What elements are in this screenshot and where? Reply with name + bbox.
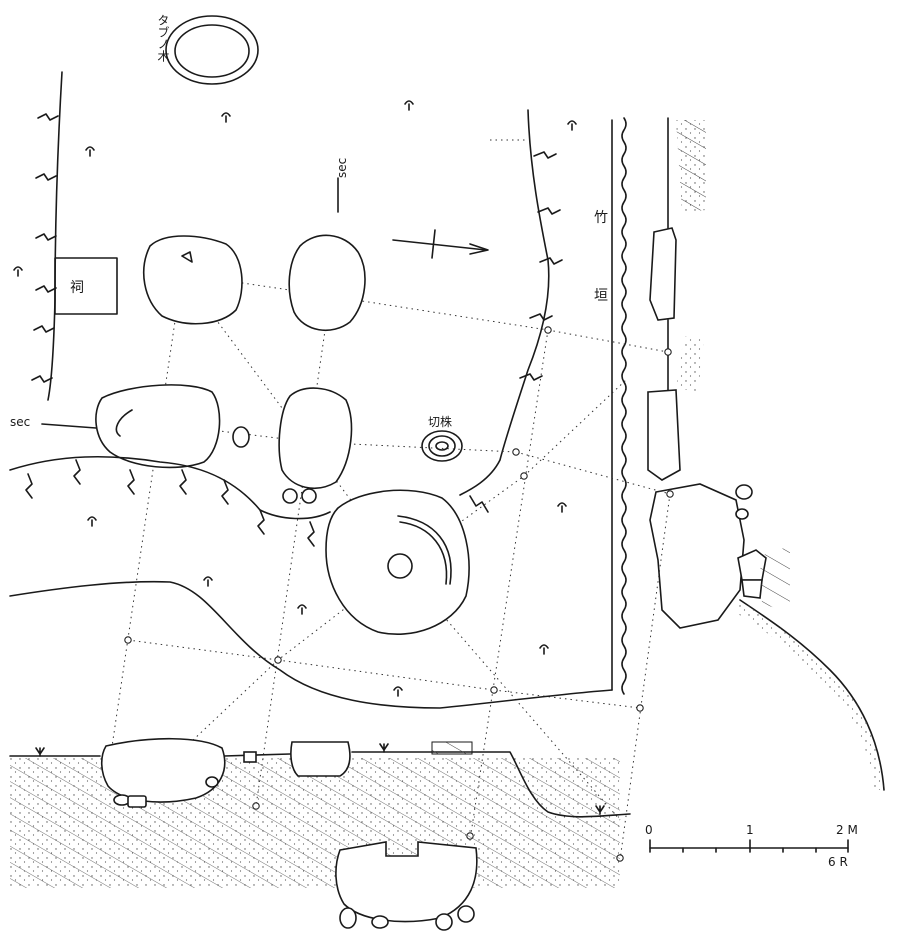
pebble-bottom-3 (205, 776, 219, 788)
scale-tick-2: 2 M (836, 823, 858, 837)
shrine-box (54, 257, 118, 315)
section-line-left (41, 423, 97, 429)
bamboo-fence-label-2: 垣 (594, 288, 608, 304)
section-label-top: sec (335, 158, 349, 178)
bamboo-fence-label-1: 竹 (594, 210, 608, 226)
stone-bottom-foot (335, 841, 478, 923)
stone-central-large (325, 489, 470, 636)
stone-left-sec (95, 384, 221, 469)
tree-label: タブノ木 (156, 14, 170, 62)
stone-right-1 (649, 227, 677, 321)
stone-central-hole (387, 553, 413, 579)
stone-bottom-left (100, 737, 226, 803)
scale-secondary: 6 R (828, 855, 848, 869)
bamboo-fence (611, 117, 627, 695)
pebble-bottom-2 (127, 795, 147, 808)
right-bank-hatch (738, 546, 885, 791)
stone-right-3 (649, 483, 745, 629)
north-arrow (392, 229, 489, 259)
scale-tick-0: 0 (645, 823, 653, 837)
pebble-foot-3 (435, 913, 453, 931)
pebble-left-mid (232, 426, 250, 448)
stone-bottom-mid (290, 741, 351, 777)
stone-upper-left-mark (181, 251, 193, 263)
left-slope-edge (31, 71, 63, 401)
pebble-center-1 (282, 488, 298, 504)
scale-tick-1: 1 (746, 823, 754, 837)
stump-label: 切株 (428, 414, 452, 429)
stone-left-sec-mark (115, 409, 133, 437)
shrine-label: 祠 (70, 280, 84, 296)
stone-central-groove (397, 515, 452, 585)
pebble-foot-2 (371, 915, 389, 929)
section-label-left: sec (10, 415, 30, 429)
stone-bottom-small (243, 751, 257, 763)
stone-right-5 (741, 579, 763, 599)
pebble-foot-1 (339, 907, 357, 929)
stone-center-upper (278, 387, 353, 490)
pebble-foot-4 (457, 905, 475, 923)
right-slope-edge (459, 109, 563, 513)
grass-edge (9, 455, 331, 547)
path-line (9, 580, 613, 709)
pebble-center-2 (301, 488, 317, 504)
stone-upper-mid (288, 234, 366, 331)
pebble-right-2 (735, 508, 749, 520)
right-edge-wall (667, 117, 706, 392)
stump (421, 430, 463, 462)
scale-bar (649, 839, 849, 853)
grass-symbols (13, 100, 577, 697)
tree (165, 15, 259, 85)
pebble-right-1 (735, 484, 753, 500)
stone-right-2 (647, 389, 681, 481)
stone-upper-left (143, 235, 243, 325)
